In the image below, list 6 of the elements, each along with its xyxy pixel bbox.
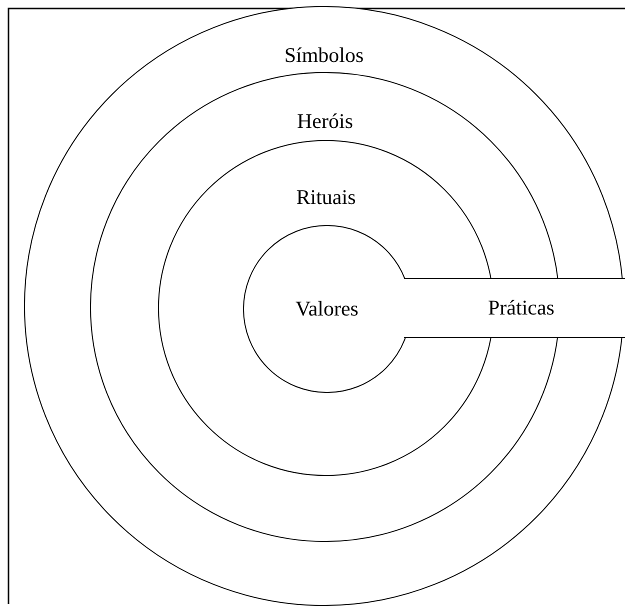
- layer-label: Valores: [296, 296, 358, 322]
- layer-label: Práticas: [488, 296, 554, 320]
- layer-label: Símbolos: [284, 43, 364, 68]
- layer-label: Heróis: [297, 109, 353, 134]
- band-box: [404, 278, 625, 338]
- layer-label: Rituais: [296, 185, 356, 210]
